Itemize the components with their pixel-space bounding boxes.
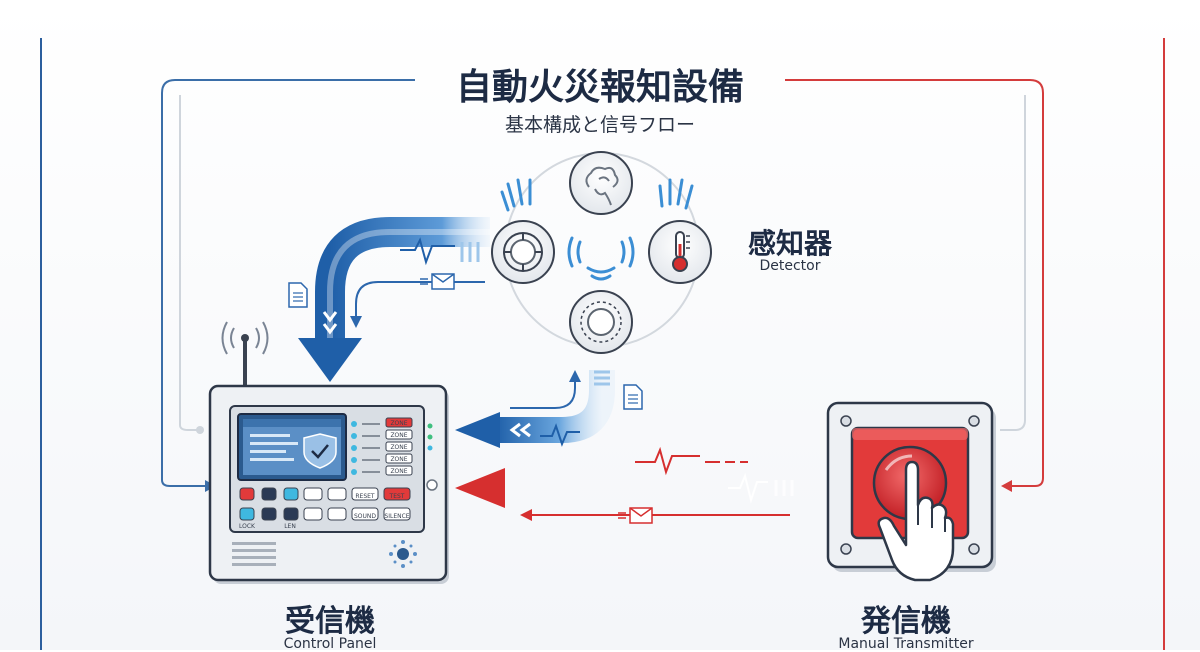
panel-key[interactable]	[261, 507, 277, 521]
transmitter-label: 発信機	[861, 604, 951, 639]
detector2-pulse-line	[540, 423, 580, 447]
zone-button[interactable]: ZONE	[385, 429, 413, 440]
page-subtitle: 基本構成と信号フロー	[504, 114, 695, 136]
zone-button-label: ZONE	[390, 420, 407, 427]
detector2-signal-arrowhead	[455, 412, 500, 448]
page-title: 自動火災報知設備	[455, 67, 744, 108]
detector2-return-line	[510, 380, 576, 409]
detector-dash-marks	[460, 242, 480, 262]
smoke-detector-left	[491, 220, 555, 284]
panel-key-label: LOCK	[239, 523, 256, 530]
panel-key[interactable]	[327, 507, 347, 521]
control-panel-label: 受信機	[285, 604, 375, 639]
panel-key-label: TEST	[389, 493, 405, 500]
detector-label-en: Detector	[759, 258, 821, 274]
document-icon	[288, 282, 308, 308]
smoke-detector-top	[569, 151, 633, 215]
red-loop-line	[785, 79, 1044, 487]
panel-key[interactable]	[327, 487, 347, 501]
red-loop-arrowhead	[1001, 480, 1012, 492]
zone-button[interactable]: ZONE	[385, 453, 413, 464]
zone-button-label: ZONE	[390, 468, 407, 475]
panel-key-label: SILENCE	[384, 513, 409, 520]
detector-wave-marks	[500, 178, 694, 281]
transmitter-signal-arrowhead	[455, 468, 505, 508]
detector-label: 感知器	[747, 227, 832, 260]
panel-key[interactable]	[383, 487, 411, 501]
thermometer-detector	[648, 220, 712, 284]
sound-icon	[389, 540, 417, 568]
document-icon-2	[623, 384, 643, 410]
hand-pointer-icon	[877, 460, 955, 582]
detector-signal-arrowhead	[298, 338, 362, 382]
detector-return-arrowhead	[350, 316, 362, 328]
panel-key[interactable]	[261, 487, 277, 501]
transmitter-screws	[840, 415, 980, 555]
control-panel-label-en: Control Panel	[283, 636, 377, 652]
panel-key[interactable]	[303, 487, 323, 501]
detector-pulse-line	[400, 237, 455, 266]
blue-loop-line	[161, 79, 415, 487]
gray-loop-dot	[196, 426, 204, 434]
panel-key[interactable]	[239, 507, 255, 521]
panel-key[interactable]	[283, 487, 299, 501]
envelope-icon	[420, 273, 455, 290]
shield-check-icon	[303, 433, 337, 469]
manual-transmitter	[826, 401, 996, 582]
zone-button[interactable]: ZONE	[385, 417, 413, 428]
antenna-icon	[221, 321, 269, 392]
panel-key-label: SOUND	[354, 513, 376, 520]
panel-key[interactable]	[283, 507, 299, 521]
detector-return-line	[355, 281, 485, 318]
zone-button[interactable]: ZONE	[385, 465, 413, 476]
zone-button-label: ZONE	[390, 432, 407, 439]
envelope-icon-red	[618, 507, 653, 524]
transmitter-pulse-line	[635, 446, 748, 476]
speaker-grille	[232, 542, 276, 566]
detector2-return-arrowhead	[569, 370, 581, 382]
panel-key-label: LEN	[284, 523, 296, 530]
zone-button-label: ZONE	[390, 456, 407, 463]
panel-key-label: RESET	[355, 493, 375, 500]
thermometer-icon	[672, 231, 690, 272]
detector2-dash-marks	[594, 370, 610, 386]
panel-key[interactable]	[383, 507, 411, 521]
detector-signal-arrow	[315, 217, 490, 340]
gray-loop-line	[179, 95, 200, 431]
detector2-signal-arrow	[495, 370, 615, 443]
panel-key[interactable]	[351, 487, 379, 501]
panel-key[interactable]	[351, 507, 379, 521]
smoke-detector-bottom	[569, 290, 633, 354]
zone-button[interactable]: ZONE	[385, 441, 413, 452]
status-leds	[351, 421, 380, 475]
control-panel: ZONE ZONE ZONE ZONE ZONE LOCK LEN RESET TEST SOU…	[208, 384, 449, 584]
gray-right-loop-line	[1000, 95, 1026, 431]
panel-key[interactable]	[303, 507, 323, 521]
transmitter-return-arrowhead	[520, 509, 532, 521]
smoke-icon	[585, 166, 619, 206]
zone-button-label: ZONE	[390, 444, 407, 451]
panel-key[interactable]	[239, 487, 255, 501]
transmitter-label-en: Manual Transmitter	[838, 636, 974, 652]
